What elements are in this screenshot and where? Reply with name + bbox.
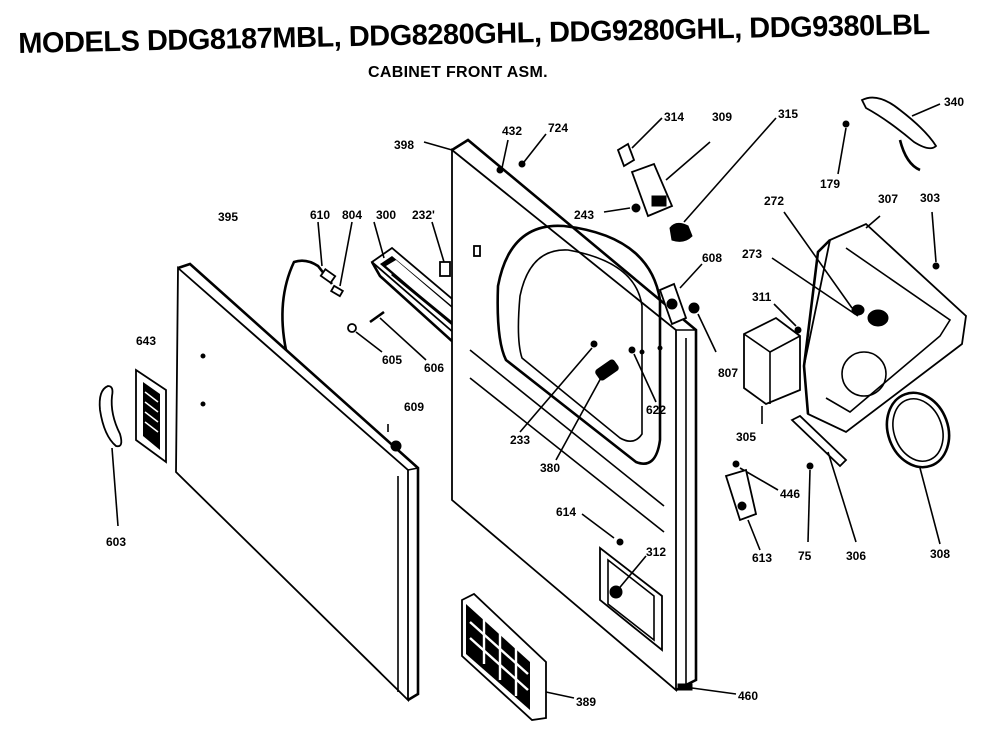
duct-340	[837, 96, 941, 175]
lamp-608	[658, 263, 703, 326]
label-233: 233	[510, 433, 530, 447]
label-232: 232'	[412, 208, 435, 222]
module-305	[743, 303, 802, 424]
duct-housing-307	[771, 211, 967, 434]
bracket-232	[431, 221, 451, 277]
label-603: 603	[106, 535, 126, 549]
vent-grille-643	[135, 368, 167, 464]
leader-233	[519, 340, 598, 433]
bracket-306	[790, 414, 857, 543]
label-315: 315	[778, 107, 798, 121]
spring-606	[369, 310, 427, 361]
screw-243	[603, 203, 641, 213]
label-306: 306	[846, 549, 866, 563]
label-303: 303	[920, 191, 940, 205]
clip-314	[616, 117, 663, 168]
label-309: 309	[712, 110, 732, 124]
front-panel-395	[175, 262, 420, 703]
gasket-308	[885, 391, 951, 545]
label-305: 305	[736, 430, 756, 444]
filter-grille-389	[461, 592, 575, 721]
label-605b: 605	[382, 353, 402, 367]
knob-315	[669, 117, 777, 242]
label-622: 622	[646, 403, 666, 417]
label-460: 460	[738, 689, 758, 703]
label-807: 807	[718, 366, 738, 380]
bumper-807	[688, 302, 717, 353]
label-606: 606	[424, 361, 444, 375]
label-446: 446	[780, 487, 800, 501]
foot-460	[677, 683, 737, 695]
label-179: 179	[820, 177, 840, 191]
label-398: 398	[394, 138, 414, 152]
handle-603	[98, 385, 123, 527]
label-804: 804	[342, 208, 362, 222]
label-389: 389	[576, 695, 596, 709]
part-labels: 398 432 724 314 309 315 340 179 307 303 …	[106, 95, 964, 709]
screw-622	[628, 346, 657, 403]
hinge-613	[724, 468, 761, 551]
label-610: 610	[310, 208, 330, 222]
latch-380	[555, 359, 619, 461]
label-75: 75	[798, 549, 812, 563]
leader-312	[615, 555, 647, 593]
switch-309	[630, 141, 711, 218]
cabinet-front-398	[423, 133, 698, 692]
screw-605	[347, 323, 383, 353]
label-432: 432	[502, 124, 522, 138]
diagram-subtitle: CABINET FRONT ASM.	[368, 64, 548, 81]
label-643: 643	[136, 334, 156, 348]
label-613: 613	[752, 551, 772, 565]
label-300: 300	[376, 208, 396, 222]
wire-harness-610	[281, 221, 353, 351]
label-273: 273	[742, 247, 762, 261]
label-312: 312	[646, 545, 666, 559]
label-724: 724	[548, 121, 568, 135]
label-272: 272	[764, 194, 784, 208]
label-308: 308	[930, 547, 950, 561]
screw-609	[387, 424, 402, 452]
label-380: 380	[540, 461, 560, 475]
label-614: 614	[556, 505, 576, 519]
screw-614	[581, 513, 624, 546]
label-340: 340	[944, 95, 964, 109]
label-243: 243	[574, 208, 594, 222]
label-395: 395	[218, 210, 238, 224]
label-608: 608	[702, 251, 722, 265]
label-314: 314	[664, 110, 684, 124]
label-307: 307	[878, 192, 898, 206]
label-311: 311	[752, 290, 772, 304]
label-609: 609	[404, 400, 424, 414]
